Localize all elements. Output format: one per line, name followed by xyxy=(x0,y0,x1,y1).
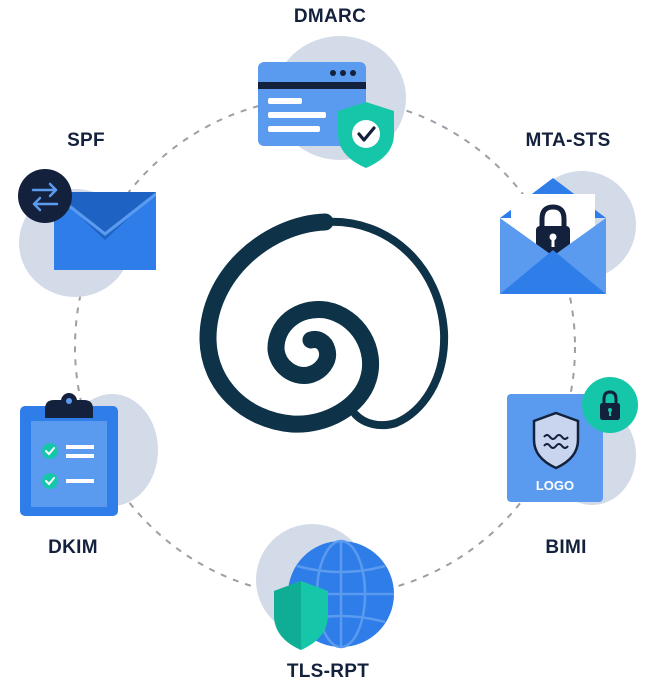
logo-card-padlock-icon: LOGO xyxy=(507,377,638,502)
dkim-label: DKIM xyxy=(48,537,98,558)
globe-shield-icon xyxy=(274,539,394,650)
node-tls-rpt: TLS-RPT xyxy=(256,524,394,682)
node-bimi: LOGO BIMI xyxy=(507,377,638,558)
envelope-swap-arrows-icon xyxy=(18,169,156,270)
node-dmarc: DMARC xyxy=(258,6,406,168)
clipboard-checklist-icon xyxy=(20,393,118,516)
tls-rpt-label: TLS-RPT xyxy=(287,661,369,682)
node-spf: SPF xyxy=(18,130,156,297)
browser-shield-check-icon xyxy=(258,62,394,168)
mta-sts-label: MTA-STS xyxy=(525,130,610,151)
node-dkim: DKIM xyxy=(20,393,158,558)
bimi-label: BIMI xyxy=(545,537,586,558)
node-mta-sts: MTA-STS xyxy=(500,130,636,294)
spiral-logo-icon xyxy=(199,213,449,433)
bimi-logo-text: LOGO xyxy=(536,478,574,493)
envelope-padlock-icon xyxy=(500,178,606,294)
dmarc-label: DMARC xyxy=(294,6,366,27)
spf-label: SPF xyxy=(67,130,105,151)
